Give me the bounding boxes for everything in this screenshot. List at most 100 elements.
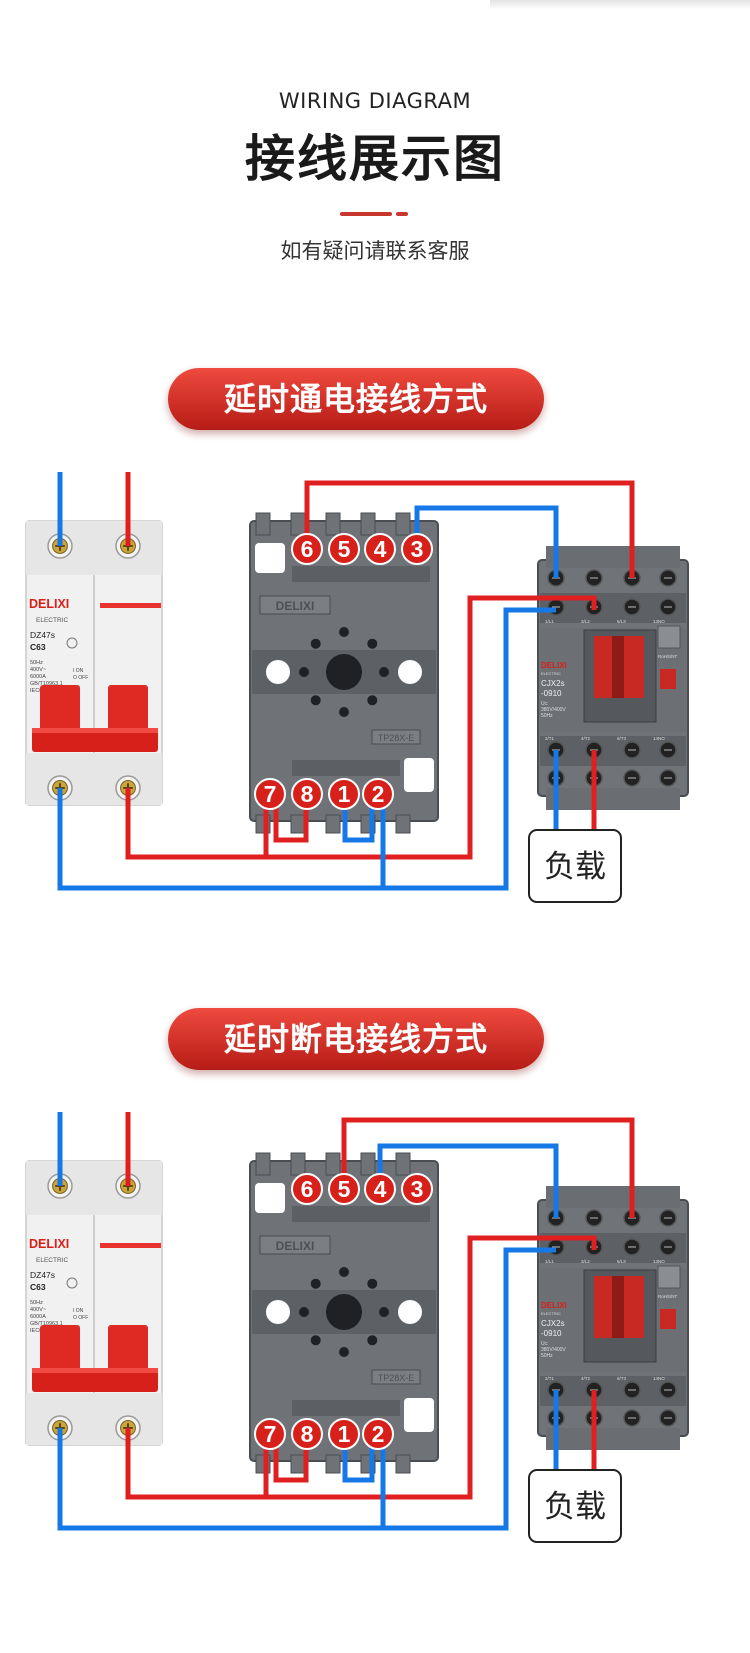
socket-mount-hole [404, 758, 434, 792]
socket-pin-hole [379, 667, 389, 677]
english-title: WIRING DIAGRAM [278, 89, 472, 113]
terminal-badge-bottom-label: 1 [338, 1421, 351, 1447]
terminal-badge-top-label: 3 [411, 1176, 424, 1202]
socket-top-rib [255, 1152, 271, 1176]
breaker-toggle-right [108, 1325, 148, 1373]
breaker-off-label: O OFF [73, 1315, 88, 1321]
load-box-frame [528, 1469, 622, 1543]
ccc-mark-icon [66, 637, 78, 649]
load-box: 负载 [528, 1469, 622, 1543]
terminal-badge-top [328, 1173, 360, 1205]
terminal-badge-bottom [328, 778, 360, 810]
socket-pin-hole [299, 1307, 309, 1317]
socket-top-rib [290, 512, 306, 536]
subtitle: 如有疑问请联系客服 [280, 239, 470, 263]
breaker-brand: DELIXI [29, 1237, 69, 1251]
load-label: 负载 [544, 1489, 606, 1525]
contactor-spec-line: 380V/400V [541, 1347, 566, 1353]
breaker-rating: C63 [30, 1282, 46, 1292]
terminal-badge-top [364, 1173, 396, 1205]
contactor-spec-line: 50Hz [541, 713, 553, 719]
socket-pin-hole [339, 707, 349, 717]
socket-bottom-rib [325, 1454, 341, 1474]
breaker-spec-line: GB/T10963.1 [30, 681, 63, 687]
contactor-top-label: 3/L2 [581, 1259, 590, 1264]
socket-top-terminal-row [292, 566, 430, 582]
contactor-spec-line: Uc: [541, 1341, 549, 1347]
terminal-badge-top [328, 533, 360, 565]
breaker-spec-line: 400V~ [30, 1307, 46, 1313]
terminal-badge-bottom [328, 1418, 360, 1450]
circuit-breaker: DELIXIELECTRICDZ47sC6350Hz400V~6000AGB/T… [25, 520, 163, 806]
contactor-bottom-label: 2/T1 [545, 736, 555, 741]
socket-side-hole [266, 660, 290, 684]
contactor-side-label: RoHS/NT [658, 1294, 678, 1299]
wire-terminal-4-to-contactor-aux [377, 1143, 559, 1218]
terminal-badge-bottom [362, 1418, 394, 1450]
contactor-qr-code-icon [657, 1265, 681, 1289]
breaker-red-stripe [100, 603, 161, 608]
contactor-bottom-label: 4/T2 [581, 1376, 591, 1381]
contactor-side-label: RoHS/NT [658, 654, 678, 659]
breaker-rating: C63 [30, 642, 46, 652]
contactor-top-label: 1/L1 [545, 619, 554, 624]
breaker-brand-sub: ELECTRIC [36, 617, 68, 624]
breaker-spec-line: 6000A [30, 1314, 46, 1320]
wiring-diagram-delay-off: DELIXIELECTRICDZ47sC6350Hz400V~6000AGB/T… [25, 1112, 689, 1543]
socket-top-rib [325, 1152, 341, 1176]
breaker-model: DZ47s [30, 630, 55, 640]
socket-pin-hole [310, 1335, 321, 1346]
socket-top-rib [395, 512, 411, 536]
breaker-brand-sub: ELECTRIC [36, 1257, 68, 1264]
terminal-badge-top-label: 4 [374, 536, 387, 562]
contactor-spec-line: Uc: [541, 701, 549, 707]
contactor-bottom-label: 14NO [653, 1376, 665, 1381]
socket-model-plate [371, 1369, 421, 1385]
socket-pin-hole [310, 695, 321, 706]
socket-model: TP28X-E [378, 733, 415, 743]
terminal-badge-top-label: 3 [411, 536, 424, 562]
contactor-armature-groove [612, 636, 624, 698]
terminal-badge-bottom-label: 7 [264, 781, 277, 807]
socket-top-terminal-row [292, 1206, 430, 1222]
socket-brand: DELIXI [276, 599, 315, 613]
breaker-toggle-right [108, 685, 148, 733]
load-box: 负载 [528, 829, 622, 903]
ccc-mark-icon [66, 1277, 78, 1289]
contactor-model-sub: -0910 [541, 1329, 562, 1338]
socket-pin-hole [310, 1278, 321, 1289]
terminal-badge-bottom-label: 8 [301, 781, 314, 807]
socket-brand-plate [259, 595, 331, 615]
socket-brand-plate [259, 1235, 331, 1255]
socket-top-rib [360, 1152, 376, 1176]
breaker-brand: DELIXI [29, 597, 69, 611]
terminal-badge-bottom-label: 2 [372, 781, 385, 807]
wire-neutral-to-contactor-l1 [57, 607, 556, 891]
contactor-bottom-label: 14NO [653, 736, 665, 741]
contactor-top-label: 3/L2 [581, 619, 590, 624]
socket-mount-hole [255, 1183, 285, 1213]
breaker-spec-line: 6000A [30, 674, 46, 680]
socket-model-plate [371, 729, 421, 745]
breaker-top-terminal-block [26, 521, 162, 575]
socket-pin-hole [379, 1307, 389, 1317]
wire-terminal-3-to-contactor-aux [414, 505, 559, 578]
socket-top-rib [255, 512, 271, 536]
socket-top-rib [290, 1152, 306, 1176]
contactor-bottom-label: 6/T3 [617, 1376, 627, 1381]
load-box-frame [528, 829, 622, 903]
breaker-spec-line: 50Hz [30, 1300, 43, 1306]
socket-bottom-terminal-row [292, 1400, 400, 1416]
contactor-armature-groove [612, 1276, 624, 1338]
breaker-top-terminal-block [26, 1161, 162, 1215]
wiring-diagram-delay-on: DELIXIELECTRICDZ47sC6350Hz400V~6000AGB/T… [25, 472, 689, 903]
wire-jumper-1-2 [342, 1434, 375, 1483]
wire-jumper-7-8 [273, 1434, 309, 1483]
wires [57, 472, 635, 891]
terminal-badge-bottom [362, 778, 394, 810]
wire-terminal-5-to-contactor-aux [341, 1117, 635, 1218]
